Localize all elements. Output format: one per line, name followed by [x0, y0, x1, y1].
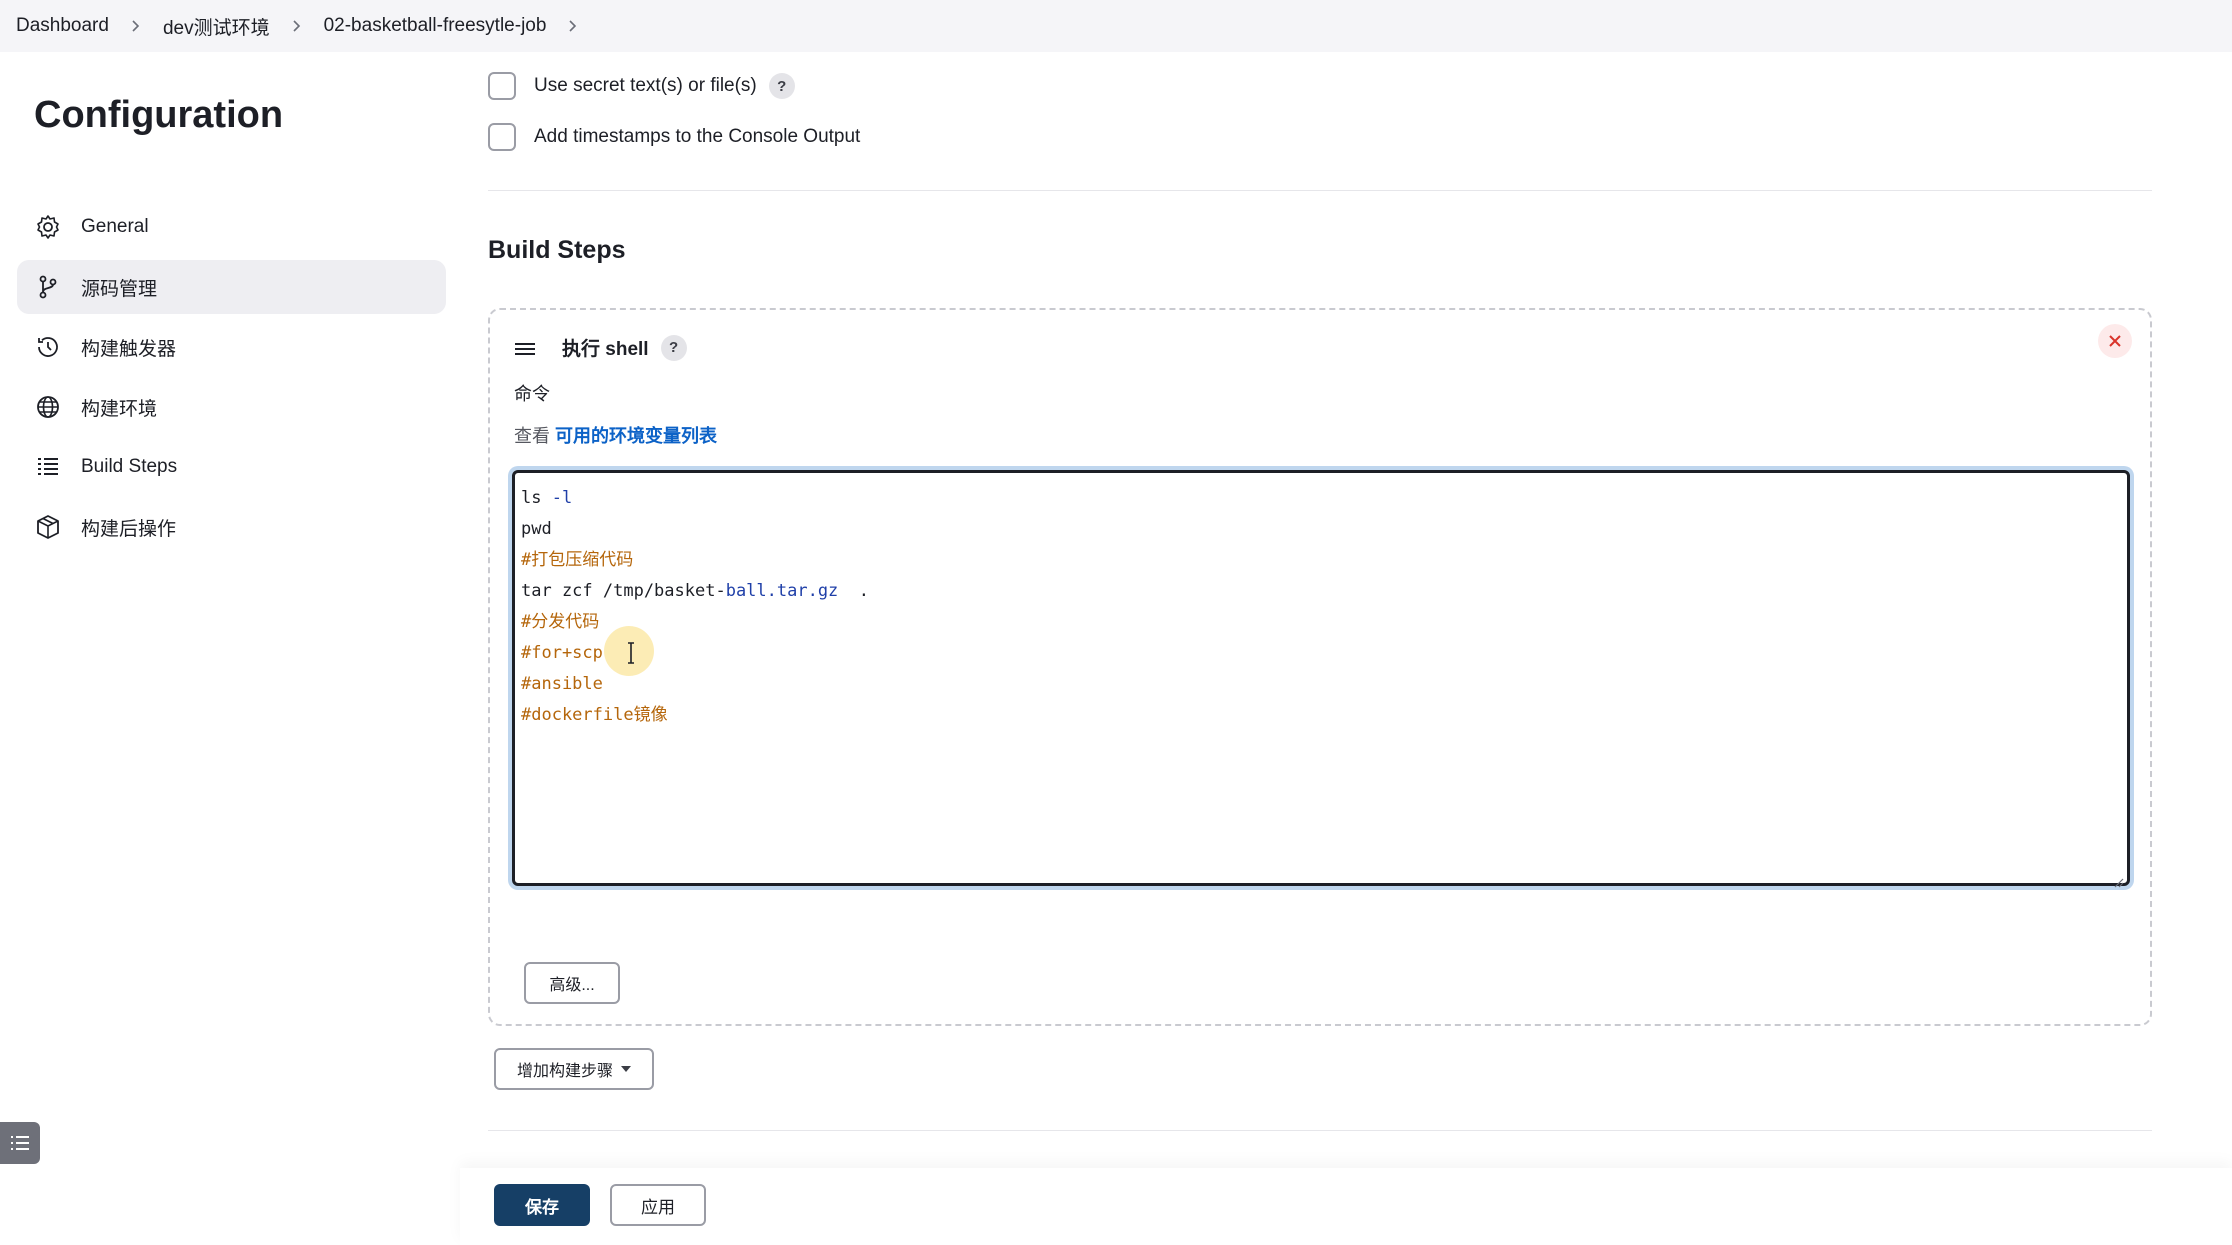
form-actions-bar: 保存 应用	[460, 1168, 2232, 1245]
sidebar-item-label: General	[81, 216, 149, 237]
sidebar-item-post-build[interactable]: 构建后操作	[17, 500, 446, 554]
close-icon	[2108, 334, 2122, 348]
delete-step-button[interactable]	[2098, 324, 2132, 358]
code-line: pwd	[521, 519, 552, 539]
code-line: #分发代码	[521, 612, 600, 632]
env-vars-line: 查看 可用的环境变量列表	[514, 422, 717, 448]
code-line: #打包压缩代码	[521, 550, 634, 570]
code-line: #ansible	[521, 674, 603, 694]
breadcrumb-folder[interactable]: dev测试环境	[162, 17, 270, 39]
secret-label: Use secret text(s) or file(s)	[534, 75, 757, 96]
step-title: 执行 shell ?	[562, 334, 687, 361]
branch-icon	[35, 274, 61, 300]
breadcrumb: Dashboard dev测试环境 02-basketball-freesytl…	[0, 0, 2232, 52]
list-icon	[8, 1131, 32, 1155]
text-cursor-icon	[626, 642, 636, 664]
code-token: -l	[551, 488, 573, 508]
sidebar-item-general[interactable]: General	[17, 200, 446, 254]
secret-checkbox[interactable]	[488, 72, 516, 100]
toggle-list-button[interactable]	[0, 1122, 40, 1164]
list-icon	[35, 454, 61, 480]
help-icon[interactable]: ?	[768, 73, 795, 99]
code-line: tar zcf /tmp/basket-ball.tar.gz .	[521, 576, 2121, 607]
sidebar: Configuration General 源码管理 构建触发器 构建环境	[0, 52, 460, 1245]
add-build-step-button[interactable]: 增加构建步骤	[494, 1048, 654, 1090]
shell-command-textarea[interactable]: ls -l pwd #打包压缩代码 tar zcf /tmp/basket-ba…	[512, 470, 2130, 888]
sidebar-item-label: 构建触发器	[81, 338, 177, 360]
secret-option: Use secret text(s) or file(s) ?	[488, 72, 795, 100]
section-divider	[488, 1130, 2152, 1131]
code-token: .	[838, 581, 870, 601]
page-title: Configuration	[34, 94, 284, 136]
sidebar-nav: General 源码管理 构建触发器 构建环境 Build Steps	[17, 200, 446, 560]
chevron-right-icon[interactable]	[566, 20, 578, 32]
command-label: 命令	[514, 384, 550, 404]
clock-icon	[35, 334, 61, 360]
code-token: tar zcf /tmp/basket-	[521, 581, 726, 601]
help-icon[interactable]: ?	[660, 334, 687, 361]
resize-handle-icon[interactable]	[2112, 868, 2124, 888]
drag-handle-icon[interactable]	[514, 338, 536, 360]
code-line: #dockerfile镜像	[521, 705, 668, 725]
chevron-right-icon	[129, 20, 141, 32]
apply-button[interactable]: 应用	[610, 1184, 706, 1226]
code-token: ball.tar.gz	[725, 581, 839, 601]
env-vars-link[interactable]: 可用的环境变量列表	[555, 426, 718, 446]
sidebar-item-scm[interactable]: 源码管理	[17, 260, 446, 314]
caret-down-icon	[621, 1066, 631, 1072]
timestamps-option: Add timestamps to the Console Output	[488, 123, 860, 151]
code-line: #for+scp	[521, 643, 603, 663]
sidebar-item-label: 构建环境	[81, 398, 158, 420]
cursor-highlight	[604, 626, 654, 676]
advanced-button[interactable]: 高级...	[524, 962, 620, 1004]
timestamps-checkbox[interactable]	[488, 123, 516, 151]
gear-icon	[35, 214, 61, 240]
sidebar-item-label: 构建后操作	[81, 518, 177, 540]
sidebar-item-label: Build Steps	[81, 456, 178, 477]
package-icon	[35, 514, 61, 540]
globe-icon	[35, 394, 61, 420]
build-steps-title: Build Steps	[488, 236, 626, 264]
shell-step-card: 执行 shell ? 命令 查看 可用的环境变量列表 ls -l pwd #打包…	[488, 308, 2152, 1026]
breadcrumb-dashboard[interactable]: Dashboard	[16, 15, 109, 36]
env-vars-prefix: 查看	[514, 426, 550, 446]
breadcrumb-job[interactable]: 02-basketball-freesytle-job	[323, 15, 547, 36]
step-title-text: 执行 shell	[562, 339, 649, 360]
save-button[interactable]: 保存	[494, 1184, 590, 1226]
section-divider	[488, 190, 2152, 191]
sidebar-item-build-steps[interactable]: Build Steps	[17, 440, 446, 494]
code-token: ls	[521, 488, 552, 508]
chevron-right-icon	[290, 20, 302, 32]
sidebar-item-label: 源码管理	[81, 278, 158, 300]
add-build-step-label: 增加构建步骤	[516, 1063, 613, 1080]
sidebar-item-environment[interactable]: 构建环境	[17, 380, 446, 434]
code-line: ls -l	[521, 483, 2121, 514]
sidebar-item-triggers[interactable]: 构建触发器	[17, 320, 446, 374]
timestamps-label: Add timestamps to the Console Output	[534, 126, 861, 147]
